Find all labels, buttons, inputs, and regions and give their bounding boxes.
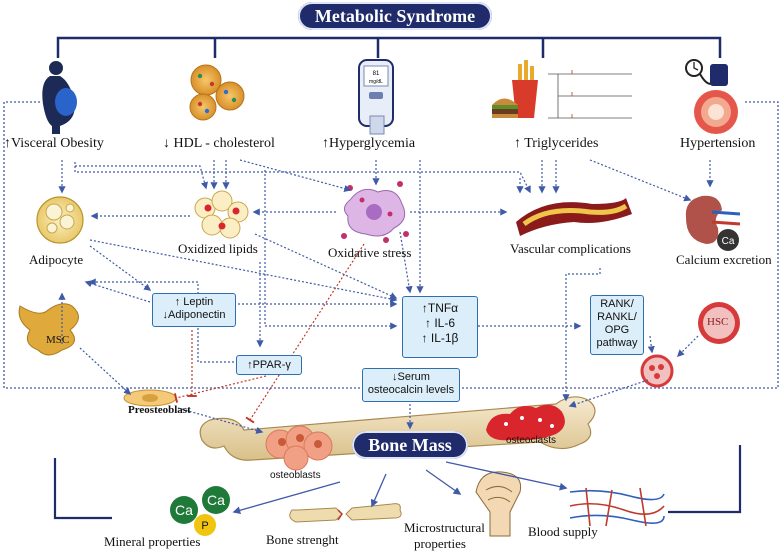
osteoblasts-cluster-icon	[265, 425, 333, 471]
box-serum-osteocalcin: ↓Serum osteocalcin levels	[362, 368, 460, 402]
box-il6: ↑ IL-6	[424, 316, 455, 330]
outcome-arrows	[232, 461, 568, 515]
msc-cell-icon	[18, 303, 79, 356]
mineral-p: P	[201, 520, 208, 532]
mineral-icon: Ca Ca P	[170, 486, 230, 536]
osteoclasts-cluster-icon	[486, 404, 565, 441]
factor-triglycerides: ↑ Triglycerides	[514, 136, 599, 151]
broken-bone-icon	[289, 503, 402, 523]
bottom-brackets	[53, 445, 742, 520]
box-leptin-line1: ↑ Leptin	[174, 296, 214, 308]
box-il1b: ↑ IL-1β	[421, 331, 459, 345]
mineral-ca-2: Ca	[207, 492, 225, 508]
node-osteoclasts: osteoclasts	[506, 435, 557, 446]
glucometer-icon: 81 mg/dL	[358, 59, 394, 135]
box-ppar-gamma: ↑PPAR-γ	[236, 355, 302, 375]
box-cytokines: ↑TNFα ↑ IL-6 ↑ IL-1β	[402, 296, 478, 358]
hsc-cell-icon	[698, 302, 740, 344]
box-serum-line1: ↓Serum	[392, 371, 430, 383]
box-rank-pathway: RANK/ RANKL/ OPG pathway	[590, 295, 644, 355]
oxidized-lipids-icon	[194, 190, 249, 239]
box-leptin-adiponectin: ↑ Leptin ↓Adiponectin	[152, 293, 236, 327]
box-serum-line2: osteocalcin levels	[367, 384, 455, 396]
outcome-bone-strength: Bone strenght	[266, 532, 339, 547]
precursor-cell-icon	[640, 354, 674, 388]
outcome-microstructural-2: properties	[414, 536, 466, 551]
node-msc: MSC	[46, 334, 70, 346]
top-connector-tree	[56, 36, 722, 58]
box-rank-line1: RANK/	[600, 298, 634, 310]
factor-hypertension: Hypertension	[680, 136, 756, 151]
node-osteoblasts: osteoblasts	[270, 470, 321, 481]
connector-arrows	[58, 159, 714, 434]
node-calcium-excretion: Calcium excretion	[676, 252, 772, 267]
outcome-mineral-properties: Mineral properties	[104, 534, 201, 549]
node-oxidative-stress: Oxidative stress	[328, 245, 412, 260]
calcium-badge: Ca	[722, 236, 735, 247]
factor-visceral-obesity: ↑Visceral Obesity	[4, 136, 104, 151]
fries-burger-icon	[492, 60, 538, 118]
vascular-icon	[516, 198, 632, 236]
node-adipocyte: Adipocyte	[29, 252, 84, 267]
bone-mass-label: Bone Mass	[352, 431, 468, 459]
mineral-ca-1: Ca	[175, 502, 193, 518]
page-title: Metabolic Syndrome	[298, 2, 492, 30]
factor-hdl-cholesterol: ↓ HDL - cholesterol	[163, 136, 275, 151]
outcome-microstructural-1: Microstructural	[404, 520, 485, 535]
box-tnf: ↑TNFα	[421, 301, 459, 315]
triglyceride-molecule-icon	[548, 70, 632, 119]
node-vascular-complications: Vascular complications	[510, 241, 631, 256]
box-rank-line2: RANKL/	[597, 311, 637, 323]
box-rank-line3: OPG	[604, 324, 630, 336]
blood-pressure-icon	[685, 59, 738, 134]
outcome-blood-supply: Blood supply	[528, 524, 598, 539]
node-oxidized-lipids: Oxidized lipids	[178, 241, 258, 256]
microstructure-icon	[475, 471, 522, 537]
blood-vessels-icon	[568, 486, 665, 528]
inhibition-lines	[173, 243, 365, 424]
oxidative-stress-icon	[341, 181, 409, 243]
adipocyte-icon	[36, 196, 84, 244]
hdl-particles-icon	[189, 64, 245, 121]
glucometer-value: 81	[373, 71, 380, 77]
kidney-icon: Ca	[685, 195, 741, 251]
glucometer-unit: mg/dL	[369, 79, 383, 85]
factor-hyperglycemia: ↑Hyperglycemia	[322, 136, 416, 151]
node-hsc: HSC	[707, 316, 729, 328]
box-leptin-line2: ↓Adiponectin	[162, 309, 226, 321]
preosteoblast-icon	[123, 389, 177, 407]
obese-person-icon	[42, 61, 77, 134]
node-preosteoblast: Preosteoblast	[128, 404, 191, 416]
box-rank-line4: pathway	[596, 337, 638, 349]
